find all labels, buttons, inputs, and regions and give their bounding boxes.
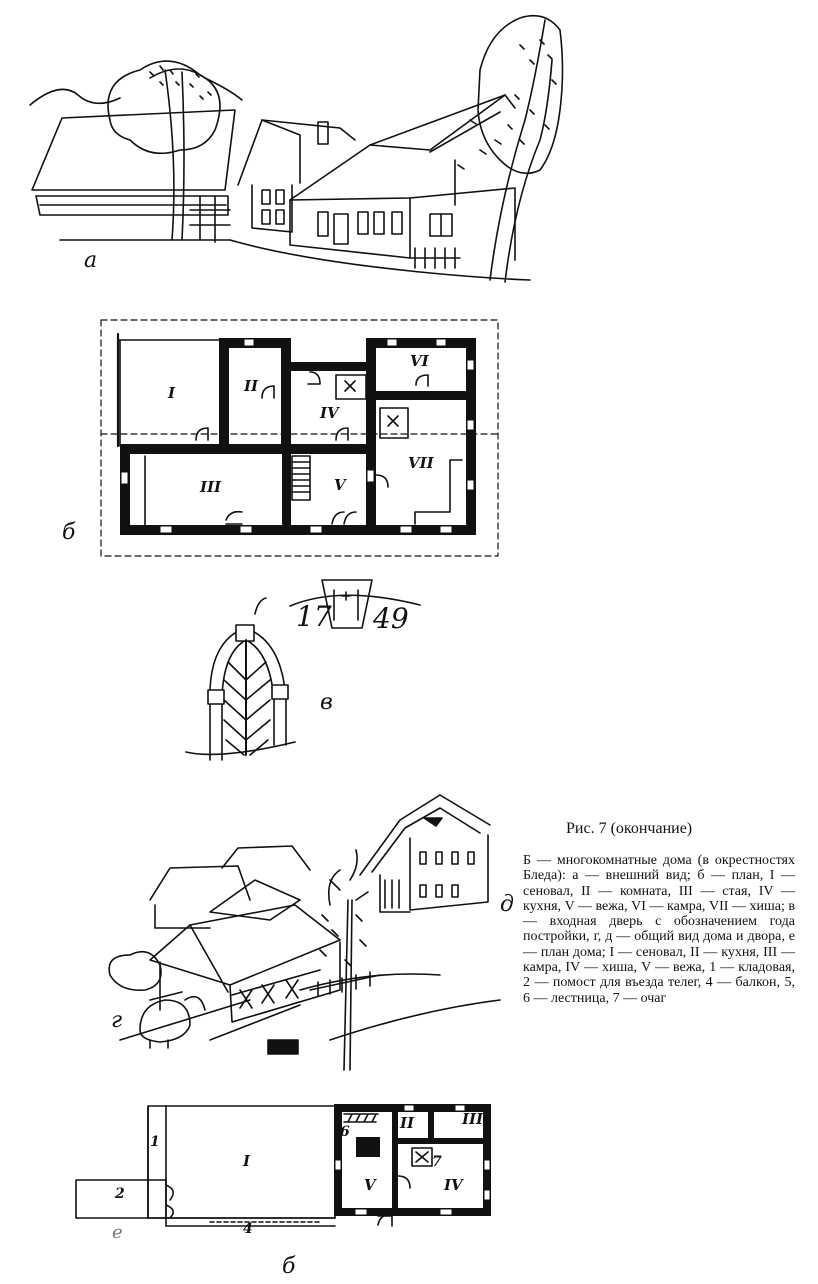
plan-b-room-VII: VII — [408, 454, 435, 472]
plan-e-room-I: I — [242, 1152, 251, 1170]
plan-b — [100, 319, 499, 557]
plan-e-room-II: II — [399, 1114, 415, 1132]
plan-e — [75, 1104, 491, 1227]
panel-label-e: е — [112, 1222, 123, 1243]
plan-e-num-1: 1 — [150, 1134, 160, 1150]
plan-b-room-I: I — [167, 384, 176, 402]
panel-label-v: в — [320, 690, 333, 715]
plan-b-room-III: III — [199, 478, 222, 496]
plan-e-num-2: 2 — [114, 1186, 125, 1202]
panel-label-g: г — [111, 1008, 123, 1033]
panel-label-a: а — [84, 248, 98, 273]
plan-b-room-II: II — [243, 377, 259, 395]
plan-b-room-V: V — [334, 476, 347, 494]
figure-title: Рис. 7 (окончание) — [566, 820, 693, 837]
plan-e-room-V: V — [364, 1176, 377, 1194]
figure-caption: Б — многокомнатные дома (в окрестностях … — [523, 853, 795, 1006]
door-v — [185, 579, 421, 761]
plan-e-num-6: 6 — [340, 1124, 350, 1140]
panel-label-b: б — [62, 520, 76, 545]
plan-b-room-VI: VI — [410, 352, 430, 370]
plan-e-num-7: 7 — [432, 1154, 442, 1170]
panel-label-d: д — [500, 892, 514, 917]
plan-e-room-IV: IV — [443, 1176, 464, 1194]
panel-label-b2: б — [282, 1254, 296, 1279]
plan-b-room-IV: IV — [319, 404, 340, 422]
plan-e-room-III: III — [461, 1110, 484, 1128]
plan-e-num-4: 4 — [243, 1221, 253, 1237]
door-year-left: 17 — [296, 600, 332, 633]
sketch-g-d-farmstead — [108, 794, 501, 1071]
sketch-a-village — [29, 14, 564, 283]
door-year-right: 49 — [372, 602, 409, 635]
